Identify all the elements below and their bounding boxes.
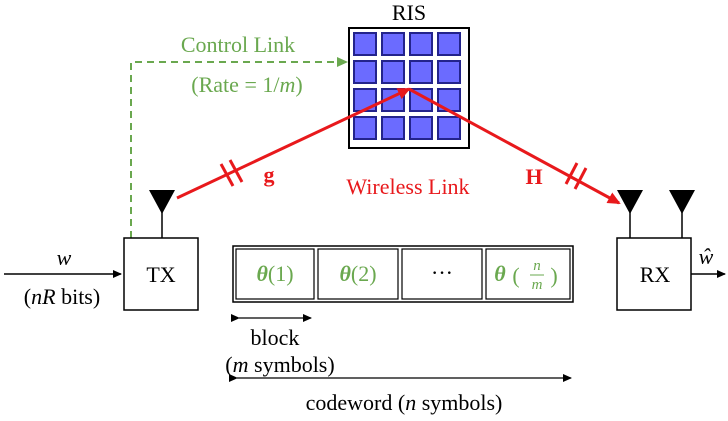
block-last-label: θ ( n m ) [494,258,557,293]
block-label: block [251,325,300,350]
svg-text:n: n [533,258,541,274]
codeword: θ(1) θ(2) ··· θ ( n m ) [232,245,574,303]
wireless-link: g H Wireless Link [176,87,621,205]
ris-element-tile [409,32,433,56]
block-symbols-label: (m symbols) [225,352,334,377]
tx-label: TX [146,262,175,287]
channel-h-label: H [525,164,542,189]
ris-element-tile [381,116,405,140]
ris-element-tile [437,60,461,84]
codeword-block-last [485,248,571,300]
control-link: Control Link (Rate = 1/m) [130,32,348,238]
channel-g-label: g [264,162,275,187]
codeword-block-dots [401,248,483,300]
input-message-symbol: w [57,245,72,270]
tx-antenna [149,190,175,238]
block-dots-label: ··· [431,260,453,285]
ris-element-tile [409,60,433,84]
codeword-annotation: codeword (n symbols) [229,374,572,415]
ris-element-tile [437,116,461,140]
tx-box: TX [123,237,199,311]
block-1-label: θ(1) [256,261,293,286]
rx-label: RX [640,262,671,287]
svg-text:(: ( [512,263,519,288]
rx-box: RX [616,237,692,311]
ris-element-tile [353,32,377,56]
input-bits-label: (nR bits) [24,284,100,309]
rx-antenna-2 [669,190,695,238]
ris-element-tile [353,116,377,140]
block-annotation: block (m symbols) [225,314,335,377]
codeword-block-2 [317,248,399,300]
ris-tiles [353,32,461,140]
control-link-title: Control Link [181,32,295,57]
ris-element-tile [353,60,377,84]
svg-text:): ) [550,263,557,288]
rx-output: ŵ [691,244,726,278]
ris-panel [348,27,470,149]
wireless-link-label: Wireless Link [346,174,469,199]
block-2-label: θ(2) [339,261,376,286]
svg-text:θ: θ [494,261,506,286]
ris-element-tile [409,116,433,140]
codeword-block-1 [235,248,315,300]
control-link-rate: (Rate = 1/m) [191,72,302,97]
codeword-label: codeword (n symbols) [306,390,503,415]
tx-input: w (nR bits) [4,245,122,309]
svg-text:m: m [532,277,543,293]
ris-element-tile [381,32,405,56]
output-message-symbol: ŵ [699,244,714,269]
ris-element-tile [381,60,405,84]
ris-element-tile [437,32,461,56]
rx-antenna-1 [617,190,643,238]
ris-label: RIS [392,0,426,25]
